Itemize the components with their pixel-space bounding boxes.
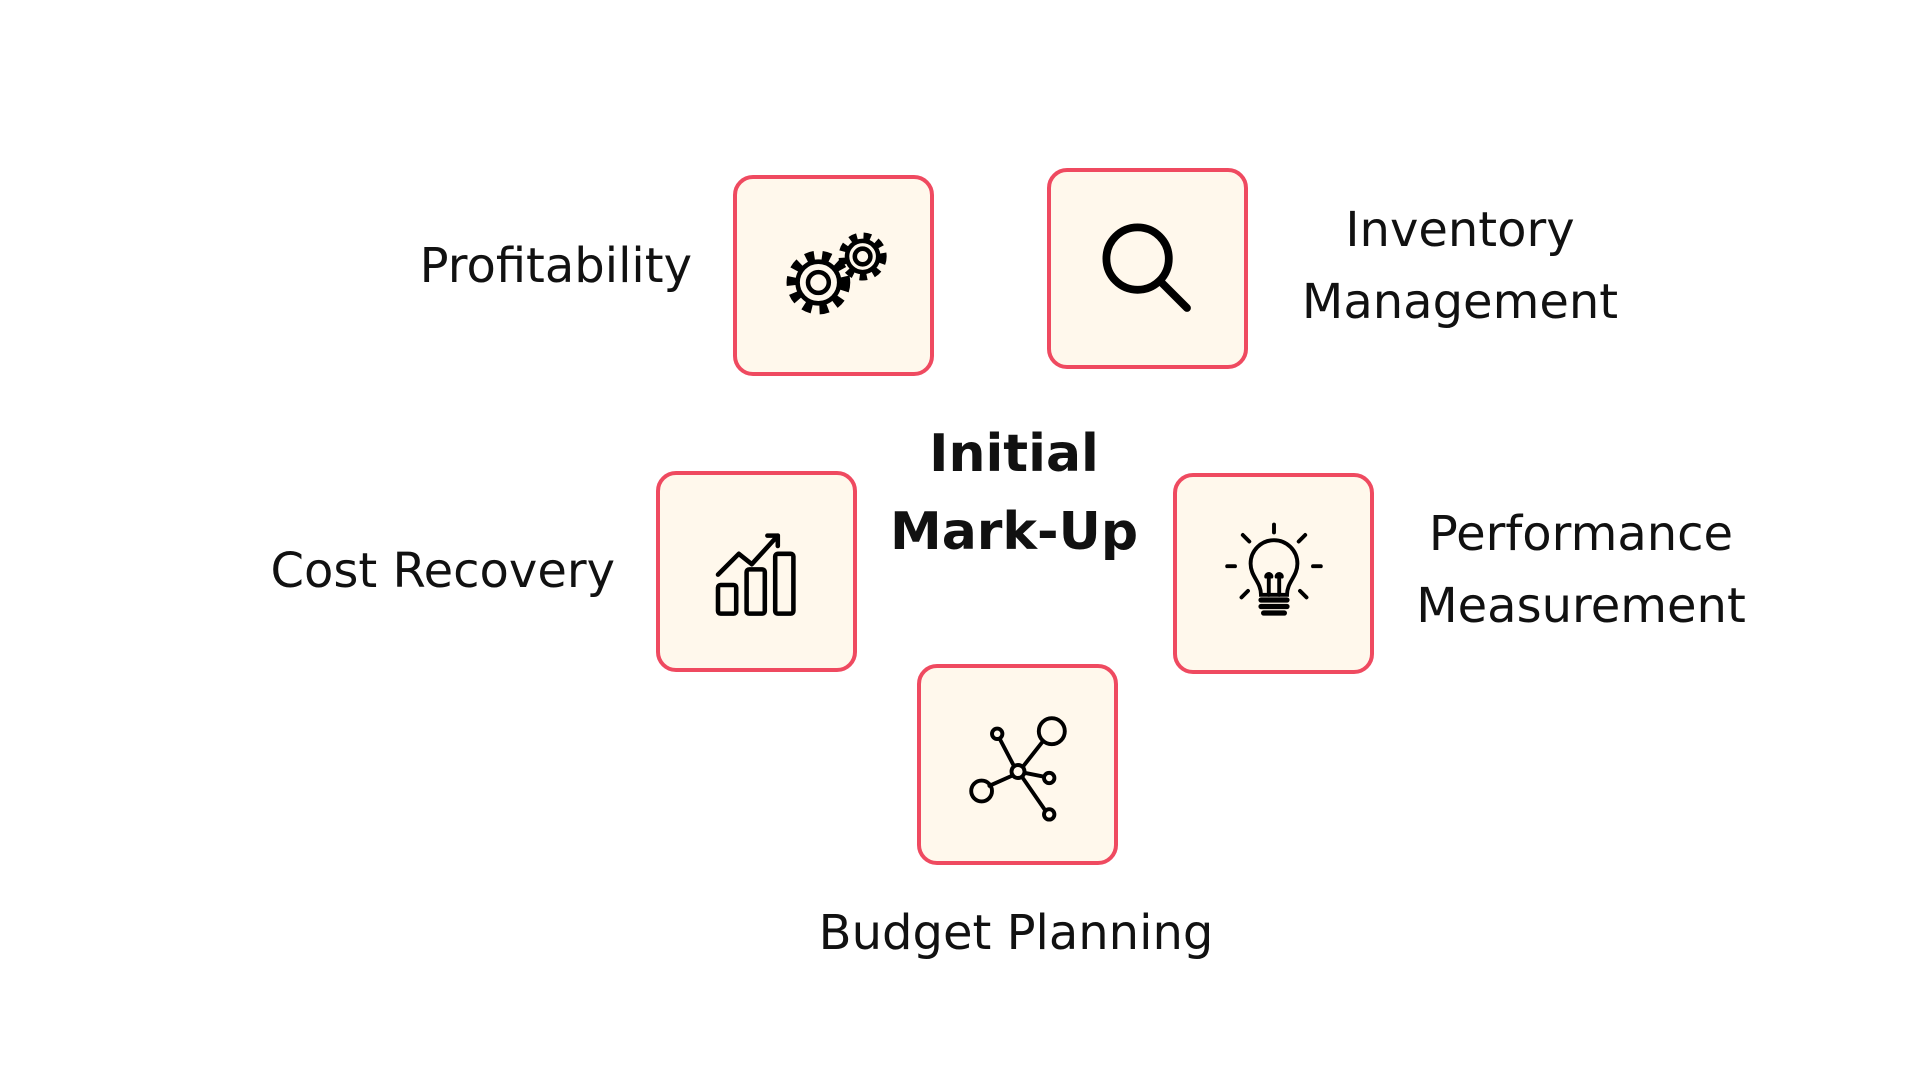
center-title-line1: Initial <box>929 424 1099 484</box>
performance-measurement-box <box>1173 473 1374 674</box>
center-title-line2: Mark-Up <box>889 502 1139 562</box>
magnifier-icon <box>1102 223 1191 312</box>
cost-recovery-box <box>656 471 857 672</box>
growth-chart-icon <box>715 532 796 616</box>
budget-planning-label: Budget Planning <box>818 905 1214 961</box>
gears-icon <box>786 231 887 314</box>
cost-recovery-label: Cost Recovery <box>270 543 615 599</box>
performance-measurement-line1: Performance <box>1428 506 1734 562</box>
lightbulb-icon <box>1224 522 1323 616</box>
inventory-management-label: Inventory Management <box>1302 194 1618 338</box>
performance-measurement-line2: Measurement <box>1416 578 1746 634</box>
profitability-box <box>733 175 934 376</box>
network-nodes-icon <box>968 715 1067 822</box>
inventory-management-line2: Management <box>1301 274 1619 330</box>
profitability-label: Profitability <box>419 238 692 294</box>
center-title: Initial Mark-Up <box>890 415 1138 571</box>
inventory-management-box <box>1047 168 1248 369</box>
performance-measurement-label: Performance Measurement <box>1416 498 1746 642</box>
inventory-management-line1: Inventory <box>1345 202 1575 258</box>
budget-planning-box <box>917 664 1118 865</box>
